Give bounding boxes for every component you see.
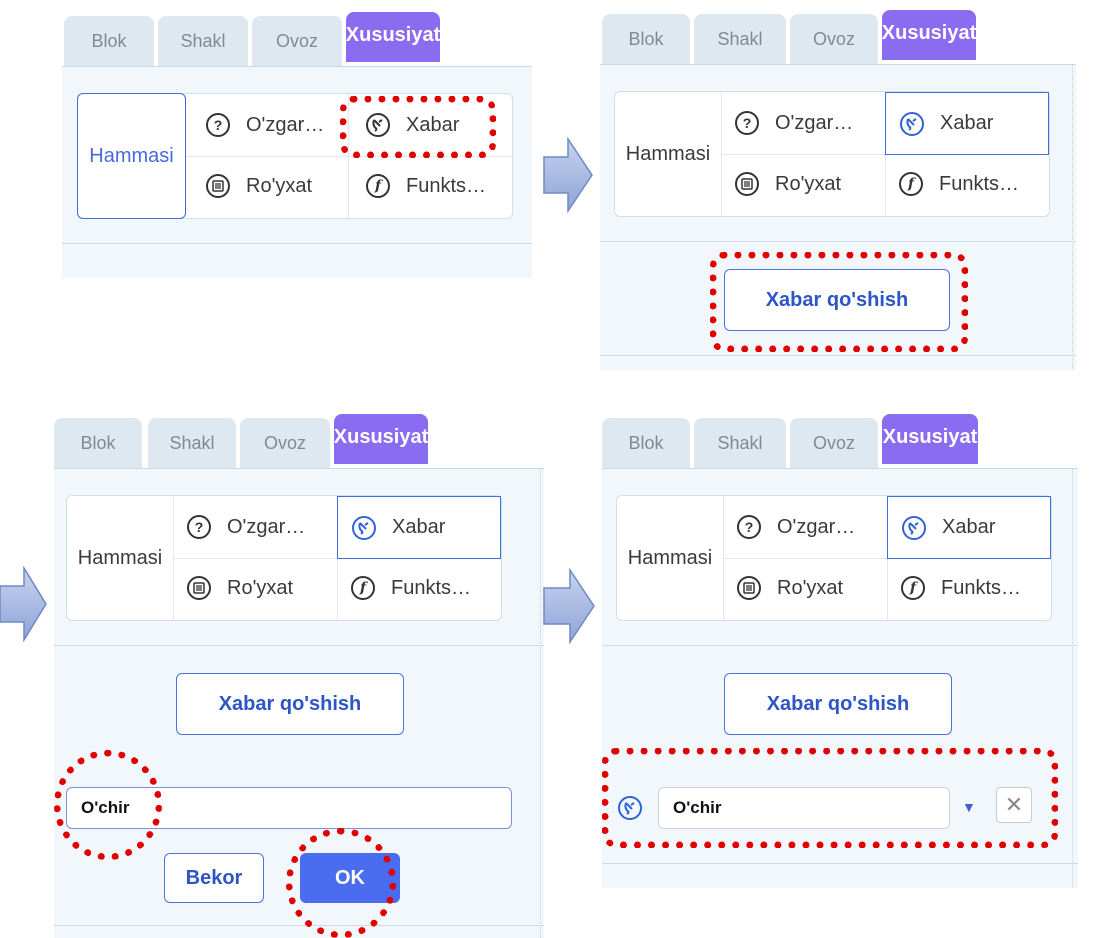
category-message-label: Xabar [406,113,460,136]
satellite-dish-icon [352,515,376,540]
add-message-button[interactable]: Xabar qo'shish [176,673,404,735]
category-box: Hammasi ? O'zgar… Xabar Ro'yxat [616,495,1052,621]
tab-bar: Blok Shakl Ovoz Xususiyat [62,12,532,66]
list-icon [187,576,211,600]
tab-xususiyat[interactable]: Xususiyat [882,10,976,60]
category-message[interactable]: Xabar [885,92,1049,155]
category-list-label: Ro'yxat [777,576,844,599]
panel-step-2: Blok Shakl Ovoz Xususiyat Hammasi ? O'zg… [600,10,1076,370]
category-function[interactable]: f Funkts… [899,169,1019,199]
category-variable[interactable]: ? O'zgar… [187,512,305,542]
arrow-right-icon [0,566,47,642]
category-variable-label: O'zgar… [775,111,854,134]
category-message[interactable]: Xabar [337,496,501,559]
panel-step-3: Blok Shakl Ovoz Xususiyat Hammasi ? O'zg… [54,414,544,938]
category-box: Hammasi ? O'zgar… Xabar Ro'yxat [614,91,1050,217]
category-function-label: Funkts… [406,174,487,197]
properties-body: Hammasi ? O'zgar… Xabar Ro'yxat [602,468,1078,888]
message-item [618,787,642,829]
category-message[interactable]: Xabar [887,496,1051,559]
category-list-label: Ro'yxat [775,172,842,195]
function-icon: f [366,174,390,198]
tab-ovoz[interactable]: Ovoz [790,14,878,64]
satellite-dish-icon [902,515,926,540]
question-icon: ? [737,515,761,539]
category-message[interactable]: Xabar [366,110,459,140]
tab-bar: Blok Shakl Ovoz Xususiyat [602,414,1078,468]
category-all[interactable]: Hammasi [627,546,713,569]
tab-xususiyat[interactable]: Xususiyat [346,12,440,62]
question-icon: ? [735,111,759,135]
add-message-button[interactable]: Xabar qo'shish [724,269,950,331]
tab-shakl[interactable]: Shakl [158,16,248,66]
cancel-button[interactable]: Bekor [164,853,264,903]
satellite-dish-icon [366,113,390,137]
category-all[interactable]: Hammasi [77,93,186,219]
category-function[interactable]: f Funkts… [366,171,486,201]
category-all[interactable]: Hammasi [77,546,163,569]
highlight-message-name [54,750,162,860]
category-function[interactable]: f Funkts… [351,573,471,603]
highlight-ok-button [286,828,396,938]
add-message-button[interactable]: Xabar qo'shish [724,673,952,735]
category-list[interactable]: Ro'yxat [206,171,312,201]
category-variable-label: O'zgar… [227,515,306,538]
highlight-add-message-button [710,252,968,352]
category-function-label: Funkts… [391,576,472,599]
category-variable[interactable]: ? O'zgar… [737,512,855,542]
properties-body: Hammasi ? O'zgar… Xabar Ro'yxat [600,64,1076,370]
category-function-label: Funkts… [939,172,1020,195]
category-variable-label: O'zgar… [246,113,325,136]
message-name-field[interactable]: O'chir [658,787,950,829]
category-variable[interactable]: ? O'zgar… [206,110,324,140]
category-list[interactable]: Ro'yxat [735,169,841,199]
category-list[interactable]: Ro'yxat [187,573,293,603]
function-icon: f [899,172,923,196]
category-list[interactable]: Ro'yxat [737,573,843,603]
list-icon [206,174,230,198]
category-message-label: Xabar [940,112,994,134]
function-icon: f [901,576,925,600]
category-list-label: Ro'yxat [246,174,313,197]
category-all[interactable]: Hammasi [625,142,711,165]
panel-step-1: Blok Shakl Ovoz Xususiyat Hammasi ? O'zg… [62,12,532,278]
tab-bar: Blok Shakl Ovoz Xususiyat [600,10,1076,64]
highlight-message-category [340,96,496,158]
arrow-right-icon [543,137,593,213]
tab-xususiyat[interactable]: Xususiyat [334,414,428,464]
satellite-dish-icon [618,796,642,820]
tab-shakl[interactable]: Shakl [148,418,236,468]
delete-message-button[interactable]: ✕ [996,787,1032,823]
question-icon: ? [187,515,211,539]
tab-blok[interactable]: Blok [64,16,154,66]
category-message-label: Xabar [942,516,996,538]
tab-xususiyat[interactable]: Xususiyat [882,414,978,464]
dropdown-caret-icon[interactable]: ▼ [962,799,976,815]
category-message-label: Xabar [392,516,446,538]
category-list-label: Ro'yxat [227,576,294,599]
arrow-right-icon [543,568,595,644]
highlight-message-item [602,748,1058,848]
tab-ovoz[interactable]: Ovoz [252,16,342,66]
tab-shakl[interactable]: Shakl [694,418,786,468]
tab-blok[interactable]: Blok [602,14,690,64]
category-variable-label: O'zgar… [777,515,856,538]
tab-bar: Blok Shakl Ovoz Xususiyat [54,414,544,468]
tab-ovoz[interactable]: Ovoz [240,418,330,468]
tab-blok[interactable]: Blok [602,418,690,468]
tab-ovoz[interactable]: Ovoz [790,418,878,468]
tab-shakl[interactable]: Shakl [694,14,786,64]
tab-blok[interactable]: Blok [54,418,142,468]
category-variable[interactable]: ? O'zgar… [735,108,853,138]
function-icon: f [351,576,375,600]
category-function-label: Funkts… [941,576,1022,599]
category-box: Hammasi ? O'zgar… Xabar Ro'yxat [66,495,502,621]
category-function[interactable]: f Funkts… [901,573,1021,603]
satellite-dish-icon [900,111,924,136]
list-icon [737,576,761,600]
question-icon: ? [206,113,230,137]
panel-step-4: Blok Shakl Ovoz Xususiyat Hammasi ? O'zg… [602,414,1078,888]
list-icon [735,172,759,196]
